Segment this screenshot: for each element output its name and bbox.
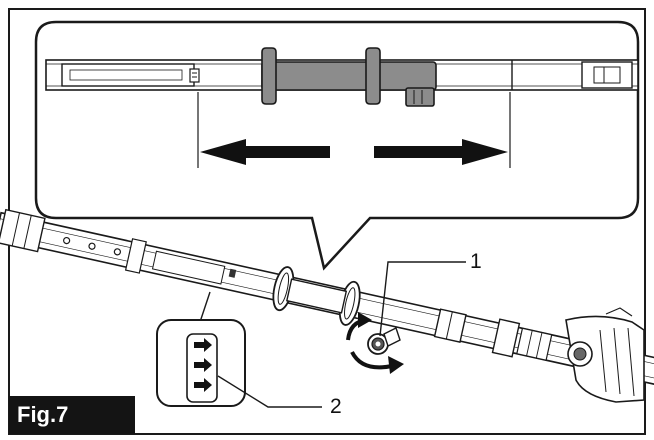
arrow-left-icon [200, 139, 330, 165]
leader-line-1 [379, 261, 466, 337]
pole-assembly [0, 208, 654, 403]
inset-grip-handle [261, 47, 437, 107]
direction-marker-detail [156, 291, 246, 407]
double-arrow-icon [200, 139, 508, 165]
callout-1: 1 [470, 250, 482, 273]
arrow-right-icon [374, 139, 508, 165]
direction-arrow-icon [194, 338, 212, 392]
pole-shaft [0, 208, 654, 389]
callout-2: 2 [330, 395, 342, 418]
clamp-knob [367, 327, 401, 355]
grip-clamp-knob [405, 87, 435, 107]
inset-frame [34, 20, 640, 271]
leader-line-2 [217, 375, 322, 408]
figure-label: Fig.7 [9, 396, 135, 434]
motor-housing [565, 307, 645, 403]
rotate-arrow-icon [346, 312, 404, 374]
indicator-mark [189, 68, 200, 83]
magnified-inset [34, 20, 640, 271]
